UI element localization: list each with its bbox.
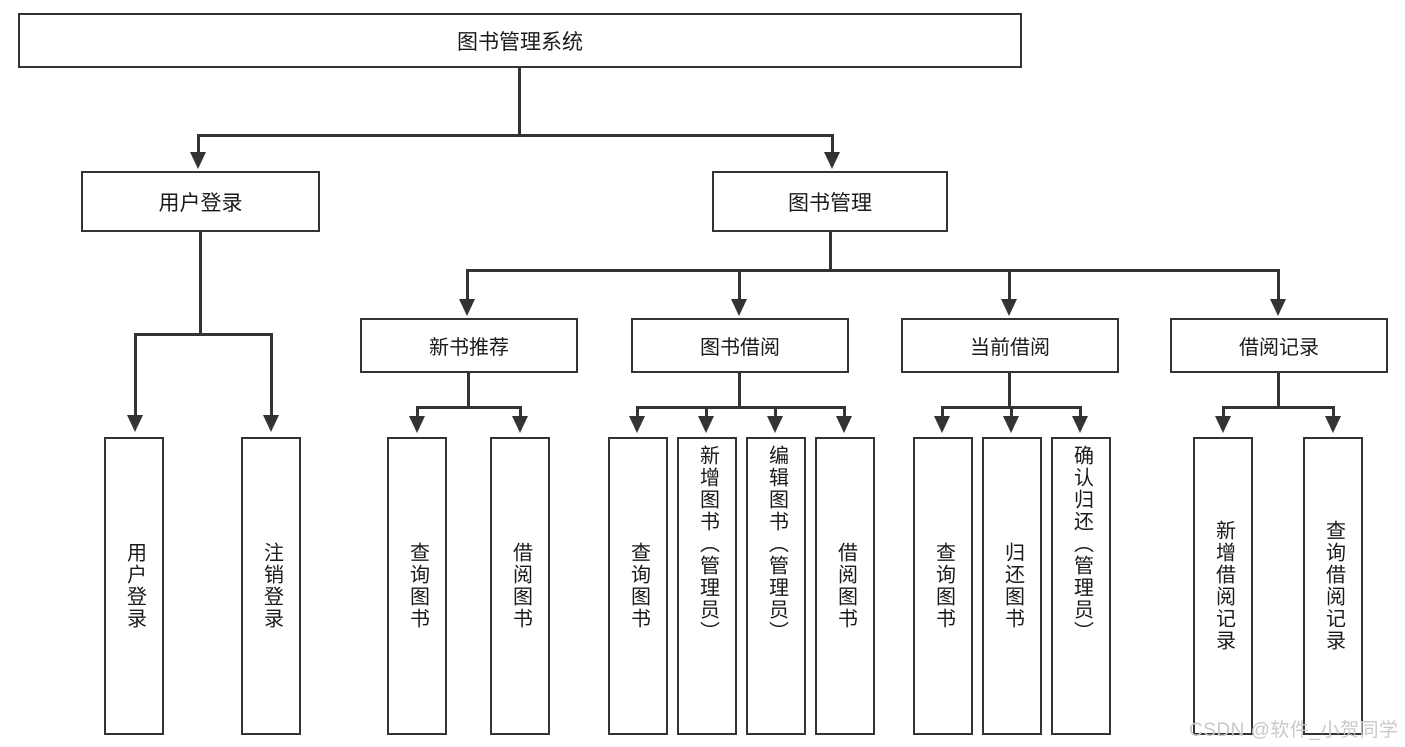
node-book-borrow[interactable]: 图书借阅 <box>631 318 849 373</box>
edge-to-leaf-borrow-book-2 <box>843 406 846 418</box>
edge-user-login-stem <box>199 232 202 335</box>
leaf-borrow-book-borrow[interactable]: 借阅图书 <box>815 437 875 735</box>
leaf-label: 查询图书 <box>627 542 650 630</box>
node-label: 新书推荐 <box>429 337 509 359</box>
edge-to-leaf-borrow-book-1 <box>519 406 522 418</box>
edge-to-leaf-query-book-3 <box>941 406 944 418</box>
leaf-label: 借阅图书 <box>834 542 857 630</box>
leaf-query-book-borrow[interactable]: 查询图书 <box>608 437 668 735</box>
arrowhead-to-borrow-record <box>1270 299 1286 316</box>
arrowhead-to-leaf-add-record <box>1215 416 1231 433</box>
edge-book-management-stem <box>829 232 832 271</box>
node-label: 当前借阅 <box>970 337 1050 359</box>
edge-root-stem <box>518 68 521 134</box>
edge-book-management-bus <box>466 269 1280 272</box>
node-borrow-record[interactable]: 借阅记录 <box>1170 318 1388 373</box>
node-book-management[interactable]: 图书管理 <box>712 171 948 232</box>
edge-new-book-recommend-stem <box>467 373 470 408</box>
edge-new-book-recommend-bus <box>416 406 522 409</box>
edge-to-leaf-add-record <box>1222 406 1225 418</box>
leaf-label: 查询图书 <box>406 542 429 630</box>
leaf-label: 查询借阅记录 <box>1322 520 1345 652</box>
edge-to-book-borrow <box>738 269 741 301</box>
edge-to-leaf-edit-book <box>774 406 777 418</box>
arrowhead-to-leaf-borrow-book-1 <box>512 416 528 433</box>
leaf-query-book-recommend[interactable]: 查询图书 <box>387 437 447 735</box>
edge-root-to-user-login <box>197 134 200 154</box>
edge-to-leaf-query-record <box>1332 406 1335 418</box>
node-label: 用户登录 <box>158 191 243 215</box>
arrowhead-to-leaf-query-book-3 <box>934 416 950 433</box>
leaf-query-borrow-record[interactable]: 查询借阅记录 <box>1303 437 1363 735</box>
edge-to-leaf-add-book <box>705 406 708 418</box>
edge-borrow-record-stem <box>1277 373 1280 408</box>
edge-borrow-record-bus <box>1222 406 1335 409</box>
arrowhead-to-leaf-edit-book <box>767 416 783 433</box>
arrowhead-to-leaf-confirm-return <box>1072 416 1088 433</box>
edge-root-bus <box>197 134 834 137</box>
edge-to-leaf-confirm-return <box>1079 406 1082 418</box>
leaf-confirm-return-admin[interactable]: 确认归还（管理员） <box>1051 437 1111 735</box>
leaf-label: 新增借阅记录 <box>1212 520 1235 652</box>
node-label: 图书管理系统 <box>457 30 583 54</box>
arrowhead-to-book-management <box>824 152 840 169</box>
leaf-label: 用户登录 <box>123 542 146 630</box>
arrowhead-to-leaf-query-book-2 <box>629 416 645 433</box>
arrowhead-to-book-borrow <box>731 299 747 316</box>
node-label: 图书借阅 <box>700 337 780 359</box>
leaf-edit-book-admin[interactable]: 编辑图书（管理员） <box>746 437 806 735</box>
leaf-label: 确认归还（管理员） <box>1070 445 1093 643</box>
arrowhead-to-user-login <box>190 152 206 169</box>
leaf-user-login[interactable]: 用户登录 <box>104 437 164 735</box>
edge-to-leaf-user-login <box>134 333 137 417</box>
edge-to-new-book-recommend <box>466 269 469 301</box>
edge-to-borrow-record <box>1277 269 1280 301</box>
node-current-borrow[interactable]: 当前借阅 <box>901 318 1119 373</box>
node-label: 图书管理 <box>788 191 872 215</box>
leaf-label: 编辑图书（管理员） <box>765 445 788 643</box>
node-label: 借阅记录 <box>1239 337 1319 359</box>
leaf-return-book[interactable]: 归还图书 <box>982 437 1042 735</box>
edge-book-borrow-stem <box>738 373 741 408</box>
arrowhead-to-new-book-recommend <box>459 299 475 316</box>
edge-to-current-borrow <box>1008 269 1011 301</box>
edge-root-to-book-management <box>831 134 834 154</box>
arrowhead-to-leaf-query-record <box>1325 416 1341 433</box>
csdn-watermark: CSDN @软件_小贺同学 <box>1189 720 1399 741</box>
leaf-add-borrow-record[interactable]: 新增借阅记录 <box>1193 437 1253 735</box>
leaf-label: 查询图书 <box>932 542 955 630</box>
arrowhead-to-leaf-add-book <box>698 416 714 433</box>
arrowhead-to-leaf-return-book <box>1003 416 1019 433</box>
leaf-label: 注销登录 <box>260 542 283 630</box>
edge-book-borrow-bus <box>636 406 845 409</box>
leaf-label: 借阅图书 <box>509 542 532 630</box>
arrowhead-to-leaf-logout <box>263 415 279 432</box>
leaf-add-book-admin[interactable]: 新增图书（管理员） <box>677 437 737 735</box>
edge-to-leaf-query-book-1 <box>416 406 419 418</box>
edge-to-leaf-query-book-2 <box>636 406 639 418</box>
edge-user-login-bus <box>134 333 273 336</box>
arrowhead-to-current-borrow <box>1001 299 1017 316</box>
leaf-logout[interactable]: 注销登录 <box>241 437 301 735</box>
leaf-borrow-book-recommend[interactable]: 借阅图书 <box>490 437 550 735</box>
edge-to-leaf-return-book <box>1010 406 1013 418</box>
arrowhead-to-leaf-borrow-book-2 <box>836 416 852 433</box>
leaf-label: 归还图书 <box>1001 542 1024 630</box>
arrowhead-to-leaf-query-book-1 <box>409 416 425 433</box>
edge-to-leaf-logout <box>270 333 273 417</box>
node-root-book-management-system[interactable]: 图书管理系统 <box>18 13 1022 68</box>
leaf-query-book-current[interactable]: 查询图书 <box>913 437 973 735</box>
leaf-label: 新增图书（管理员） <box>696 445 719 643</box>
node-user-login[interactable]: 用户登录 <box>81 171 320 232</box>
arrowhead-to-leaf-user-login <box>127 415 143 432</box>
edge-current-borrow-stem <box>1008 373 1011 408</box>
node-new-book-recommend[interactable]: 新书推荐 <box>360 318 578 373</box>
